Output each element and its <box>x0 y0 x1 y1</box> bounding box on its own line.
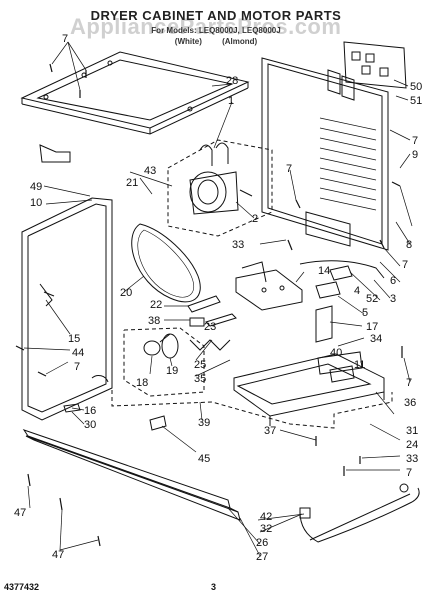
callout-15: 15 <box>68 333 80 345</box>
top-panel <box>20 51 250 135</box>
callout-23: 23 <box>204 321 216 333</box>
callout-50: 50 <box>410 81 422 93</box>
toe-clip <box>63 403 81 413</box>
motor-bracket <box>235 261 303 311</box>
motor-group-box <box>167 139 273 237</box>
callout-39: 39 <box>198 417 210 429</box>
model-line: For Models: LEQ8000J, LEQ8000J <box>151 26 281 35</box>
callout-17: 17 <box>366 321 378 333</box>
leader-lines <box>23 41 413 557</box>
callout-9: 9 <box>412 149 418 161</box>
wire-harness <box>299 260 385 279</box>
leveling-legs <box>299 483 420 543</box>
switch <box>315 281 341 299</box>
callout-33: 33 <box>406 453 418 465</box>
felt-pad <box>149 415 167 431</box>
callout-11: 11 <box>354 359 365 371</box>
callout-5: 5 <box>362 307 368 319</box>
callout-2: 2 <box>252 213 258 225</box>
callout-25: 25 <box>194 359 206 371</box>
part-number: 4377432 <box>4 582 40 592</box>
callout-35: 35 <box>194 373 206 385</box>
callout-16: 16 <box>84 405 96 417</box>
callout-24: 24 <box>406 439 418 451</box>
color-line: (White) (Almond) <box>174 37 258 46</box>
callout-7: 7 <box>62 33 68 45</box>
callout-4: 4 <box>354 285 360 297</box>
screws <box>15 63 403 547</box>
callout-44: 44 <box>72 347 84 359</box>
vertical-bracket <box>315 305 333 343</box>
callout-26: 26 <box>256 537 268 549</box>
callout-47: 47 <box>52 549 64 561</box>
callout-7: 7 <box>402 259 408 271</box>
callout-20: 20 <box>120 287 132 299</box>
callout-36: 36 <box>404 397 416 409</box>
callout-27: 27 <box>256 551 268 563</box>
cabinet-outline <box>111 390 393 429</box>
callout-31: 31 <box>406 425 418 437</box>
page-number: 3 <box>211 582 217 592</box>
callout-6: 6 <box>390 275 396 287</box>
callout-38: 38 <box>148 315 160 327</box>
callout-32: 32 <box>260 523 272 535</box>
callout-34: 34 <box>370 333 382 345</box>
drive-motor <box>189 142 253 215</box>
callout-10: 10 <box>30 197 42 209</box>
callout-47: 47 <box>14 507 26 519</box>
callout-7: 7 <box>406 467 412 479</box>
side-panel <box>21 197 113 421</box>
idler-group-box <box>123 327 205 397</box>
callout-37: 37 <box>264 425 276 437</box>
callout-52: 52 <box>366 293 378 305</box>
callout-33: 33 <box>232 239 244 251</box>
callout-49: 49 <box>30 181 42 193</box>
idler-pulley <box>143 333 179 359</box>
callout-7: 7 <box>406 377 412 389</box>
watermark: AppliancePartsPros.com <box>70 14 342 39</box>
callout-14: 14 <box>318 265 330 277</box>
callout-21: 21 <box>126 177 138 189</box>
drive-belt <box>131 223 201 303</box>
toe-panel <box>22 429 241 521</box>
callout-numbers: 7 28 1 50 51 7 9 7 43 21 49 10 2 8 33 7 … <box>14 33 422 563</box>
callout-22: 22 <box>150 299 162 311</box>
callout-7: 7 <box>412 135 418 147</box>
front-bracket <box>39 144 71 163</box>
callout-30: 30 <box>84 419 96 431</box>
callout-45: 45 <box>198 453 210 465</box>
page-title: DRYER CABINET AND MOTOR PARTS <box>90 8 342 23</box>
callout-19: 19 <box>166 365 178 377</box>
callout-8: 8 <box>406 239 412 251</box>
callout-1: 1 <box>228 95 234 107</box>
idler-assembly <box>187 295 237 351</box>
callout-18: 18 <box>136 377 148 389</box>
callout-43: 43 <box>144 165 156 177</box>
callout-28: 28 <box>226 75 238 87</box>
base-frame <box>233 351 385 426</box>
rear-panel <box>261 57 389 251</box>
callout-3: 3 <box>390 293 396 305</box>
callout-51: 51 <box>410 95 422 107</box>
callout-7: 7 <box>286 163 292 175</box>
clip <box>329 265 353 281</box>
terminal-blocks <box>343 41 407 89</box>
callout-42: 42 <box>260 511 272 523</box>
callout-40: 40 <box>330 347 342 359</box>
callout-7: 7 <box>74 361 80 373</box>
